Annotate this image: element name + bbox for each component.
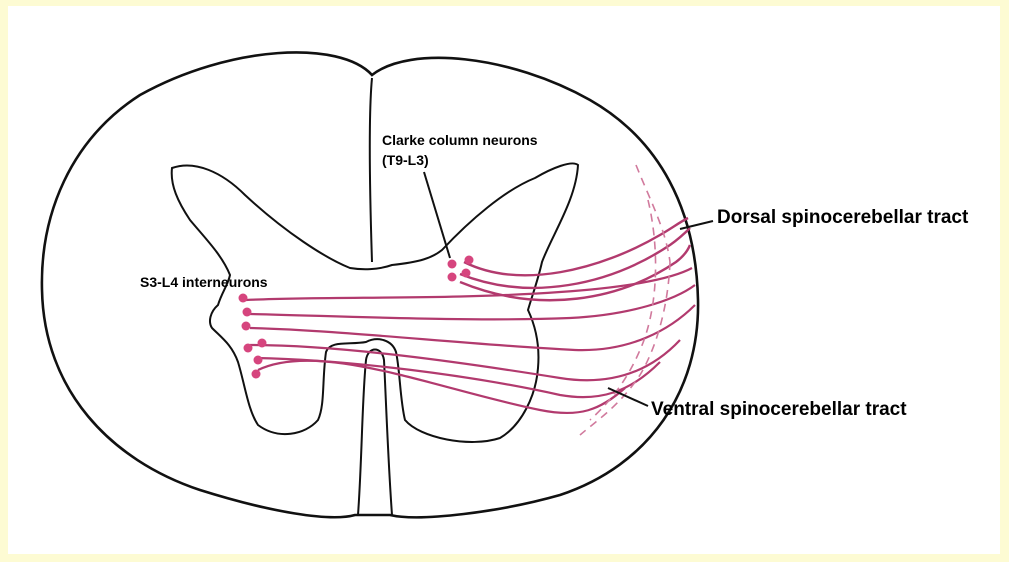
s3-l4-neuron bbox=[254, 356, 263, 365]
s3-l4-neuron bbox=[239, 294, 248, 303]
s3-l4-interneurons-label: S3-L4 interneurons bbox=[140, 272, 268, 292]
ventral-fiber bbox=[258, 361, 625, 413]
clarke-leader-line bbox=[424, 172, 450, 258]
dorsal-tract-label: Dorsal spinocerebellar tract bbox=[717, 206, 968, 230]
ventral-median-fissure bbox=[358, 350, 392, 516]
inner-tract-boundary bbox=[590, 200, 656, 420]
clarke-column-label: Clarke column neurons bbox=[382, 130, 538, 150]
ventral-fiber bbox=[250, 285, 695, 319]
s3-l4-neuron bbox=[243, 308, 252, 317]
dorsal-leader-line bbox=[680, 221, 713, 229]
clarke-neuron bbox=[448, 260, 457, 269]
s3-l4-neuron bbox=[242, 322, 251, 331]
s3-l4-interneurons bbox=[239, 294, 267, 379]
s3-l4-neuron bbox=[258, 339, 267, 348]
ventral-spinocerebellar-fibers bbox=[246, 268, 695, 413]
ventral-tract-label: Ventral spinocerebellar tract bbox=[651, 398, 907, 422]
tract-boundaries bbox=[580, 165, 670, 435]
s3-l4-neuron bbox=[252, 370, 261, 379]
clarke-neuron bbox=[448, 273, 457, 282]
gray-matter-outline bbox=[172, 163, 578, 441]
clarke-neuron bbox=[462, 269, 471, 278]
dorsal-median-sulcus bbox=[370, 78, 372, 262]
s3-l4-neuron bbox=[244, 344, 253, 353]
clarke-segment-label: (T9-L3) bbox=[382, 150, 429, 170]
leader-lines bbox=[424, 172, 713, 406]
clarke-neuron bbox=[465, 256, 474, 265]
